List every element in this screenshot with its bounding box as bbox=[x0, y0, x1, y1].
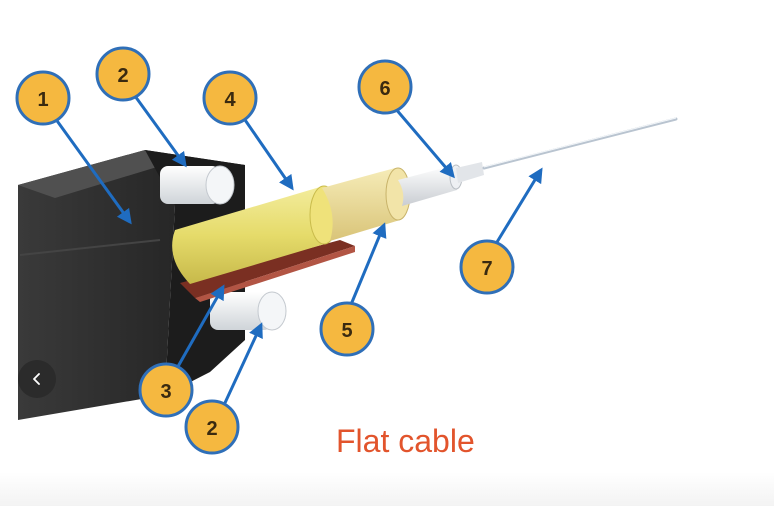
callout-4: 4 bbox=[202, 70, 258, 126]
strength-member-bottom bbox=[210, 291, 287, 331]
arrow-7 bbox=[492, 167, 543, 248]
svg-text:4: 4 bbox=[224, 89, 236, 111]
diagram-caption: Flat cable bbox=[336, 423, 475, 459]
svg-text:2: 2 bbox=[206, 418, 217, 440]
callout-5: 5 bbox=[319, 301, 375, 357]
callout-2-bottom: 2 bbox=[184, 399, 240, 455]
callout-1: 1 bbox=[15, 70, 71, 126]
arrow-2-top bbox=[133, 95, 187, 168]
svg-text:6: 6 bbox=[379, 78, 390, 100]
previous-image-button[interactable] bbox=[18, 360, 56, 398]
page-bottom-fade bbox=[0, 472, 774, 506]
arrow-3 bbox=[174, 284, 225, 371]
arrow-1 bbox=[53, 117, 132, 225]
callout-3: 3 bbox=[138, 362, 194, 418]
arrow-5 bbox=[348, 222, 387, 308]
svg-text:2: 2 bbox=[117, 65, 128, 87]
ripcord bbox=[180, 240, 355, 302]
strength-member-top bbox=[160, 165, 235, 205]
callout-2-top: 2 bbox=[95, 46, 151, 102]
bare-fiber bbox=[482, 117, 678, 170]
arrow-2-bottom bbox=[222, 322, 263, 406]
chevron-left-icon bbox=[33, 373, 40, 385]
callout-arrows bbox=[53, 95, 543, 406]
arrow-6 bbox=[393, 107, 455, 179]
arrow-4 bbox=[241, 116, 294, 191]
buffered-fiber bbox=[398, 162, 484, 206]
svg-text:3: 3 bbox=[160, 381, 171, 403]
callout-6: 6 bbox=[357, 59, 413, 115]
svg-text:7: 7 bbox=[481, 258, 492, 280]
svg-text:5: 5 bbox=[341, 320, 352, 342]
callout-7: 7 bbox=[459, 239, 515, 295]
svg-text:1: 1 bbox=[37, 89, 48, 111]
aramid-yarn bbox=[322, 167, 411, 241]
